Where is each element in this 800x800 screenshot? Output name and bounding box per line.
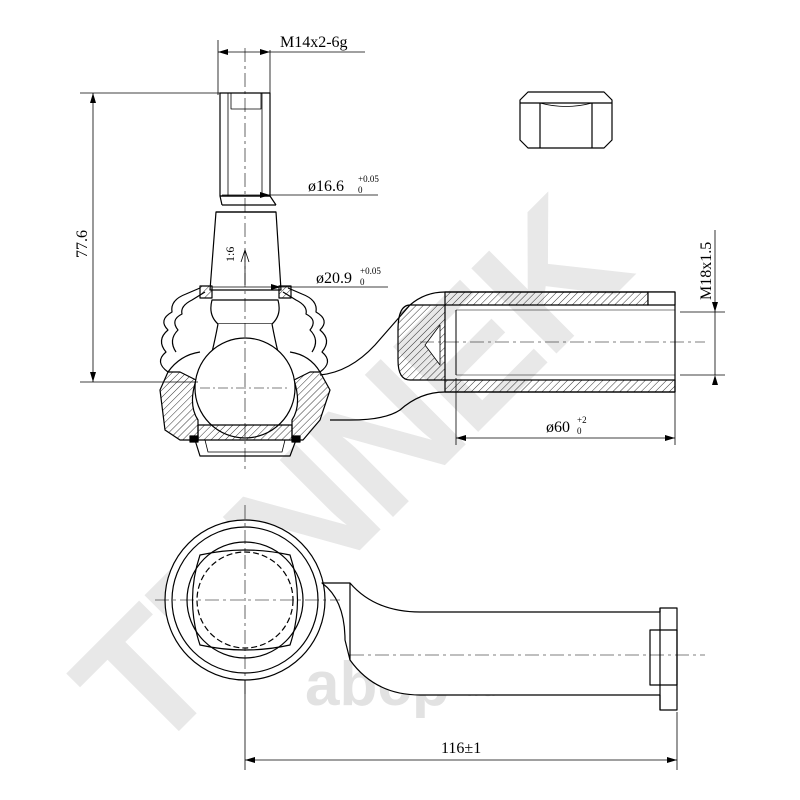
dim-thread-top: M14x2-6g xyxy=(280,34,348,51)
dim-dia-large: ø20.9 xyxy=(316,270,352,287)
dimension-lines xyxy=(80,40,725,770)
dim-dia-large-tol-lower: 0 xyxy=(360,277,365,287)
rubber-boot xyxy=(159,285,329,373)
dim-dia-small: ø16.6 xyxy=(308,178,344,195)
dim-height: 77.6 xyxy=(74,230,91,258)
dim-dia-small-tol-lower: 0 xyxy=(358,185,363,195)
dim-bore-depth: ø60 xyxy=(546,419,570,436)
bottom-view xyxy=(164,519,678,711)
tie-rod-arm xyxy=(319,291,676,421)
hex-nut xyxy=(519,91,613,149)
ball-stud xyxy=(209,92,282,353)
dim-bore-depth-tol-upper: +2 xyxy=(577,415,587,425)
dim-bore-depth-tol-lower: 0 xyxy=(577,426,582,436)
dim-thread-side: M18x1.5 xyxy=(698,242,715,300)
dim-dia-small-tol-upper: +0.05 xyxy=(358,174,379,184)
center-lines-bottom xyxy=(155,505,705,695)
dim-dia-large-tol-upper: +0.05 xyxy=(360,266,381,276)
dim-taper: 1:6 xyxy=(223,247,237,262)
arrowheads xyxy=(90,49,718,763)
center-lines-top xyxy=(244,48,705,470)
dimension-labels: M14x2-6g ø16.6 +0.05 0 1:6 ø20.9 +0.05 0… xyxy=(74,34,715,757)
dim-overall-length: 116±1 xyxy=(441,740,481,757)
